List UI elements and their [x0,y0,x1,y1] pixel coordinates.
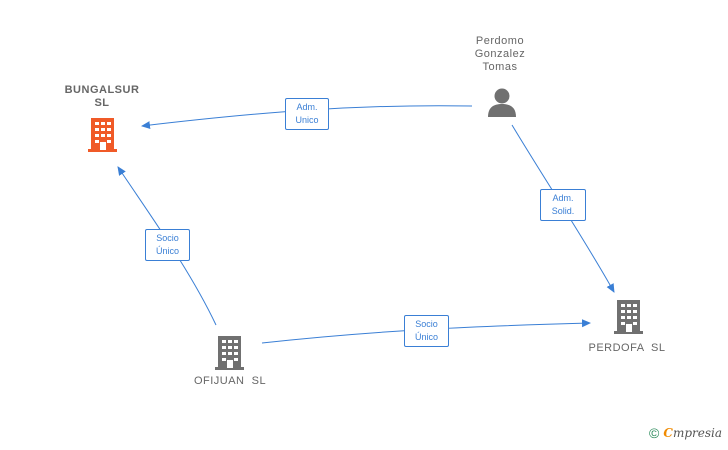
building-icon[interactable] [614,300,643,334]
edge-label-line2: Único [414,332,438,342]
edge-label-socio-unico-bungalsur[interactable]: Socio Único [145,229,190,261]
edge-label-line2: Solid. [551,206,575,216]
empresia-logo: © Cmpresia [649,425,722,441]
node-label-perdomo-line2: Gonzalez [474,48,526,60]
edge-label-socio-unico-perdofa[interactable]: Socio Único [404,315,449,347]
edge-label-line1: Socio [415,319,438,329]
edge-label-adm-solid[interactable]: Adm. Solid. [540,189,586,221]
node-label-bungalsur-line2: SL [94,97,110,109]
edge-label-line1: Adm. [552,193,574,203]
edge-label-adm-unico[interactable]: Adm. Unico [285,98,329,130]
brand-wordmark: Cmpresia [663,426,722,440]
edge-label-line1: Socio [156,233,179,243]
node-label-perdomo-line3: Tomas [482,61,518,73]
node-label-perdomo-line1: Perdomo [475,35,525,47]
node-label-bungalsur-line1: BUNGALSUR [64,84,140,96]
node-label-perdomo[interactable]: Perdomo Gonzalez Tomas [450,35,550,74]
node-label-perdofa[interactable]: PERDOFA SL [588,342,666,354]
building-icon[interactable] [88,118,117,152]
edge-label-line2: Único [155,246,179,256]
node-label-ofijuan[interactable]: OFIJUAN SL [193,375,267,387]
person-icon[interactable] [488,88,516,118]
edge-label-line2: Unico [295,115,319,125]
edge-label-line1: Adm. [296,102,318,112]
copyright-icon: © [649,425,660,441]
building-icon[interactable] [215,336,244,370]
node-label-bungalsur[interactable]: BUNGALSUR SL [50,84,154,110]
